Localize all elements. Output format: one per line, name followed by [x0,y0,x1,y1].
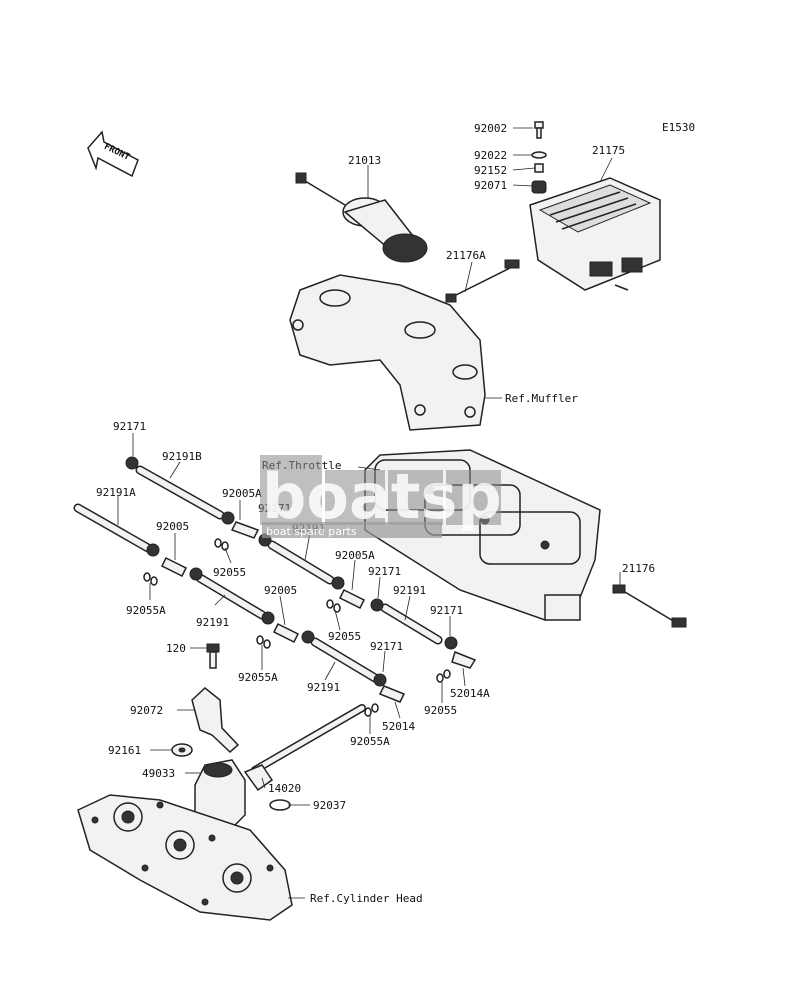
part-label-92055a: 92055A [126,604,166,617]
part-label-14020: 14020 [268,782,301,795]
hose-92191b-icon [135,465,225,520]
part-label-92055a: 92055A [350,735,390,748]
part-label-120: 120 [166,642,186,655]
sensor-21176-icon [612,584,687,628]
part-label-92152: 92152 [474,164,507,177]
part-label-92191: 92191 [307,681,340,694]
part-label-92005a: 92005A [222,487,262,500]
part-label-92072: 92072 [130,704,163,717]
hose-92191a-icon [73,503,153,553]
part-label-92055: 92055 [213,566,246,579]
part-label-21175: 21175 [592,144,625,157]
ecu-module-icon [529,177,661,291]
part-label-92055: 92055 [328,630,361,643]
part-label-92161: 92161 [108,744,141,757]
fitting-icon [160,521,477,703]
hose-92191-upper-icon [267,540,335,585]
bolt-120-icon [206,643,220,669]
part-label-92022: 92022 [474,149,507,162]
part-label-92005: 92005 [156,520,189,533]
part-label-92191a: 92191A [96,486,136,499]
part-label-92171: 92171 [113,420,146,433]
part-label-21176a: 21176A [446,249,486,262]
watermark-brand: boatsp [262,460,502,533]
watermark-tagline: boat spare parts [266,525,357,538]
ref-muffler: Ref.Muffler [505,392,578,405]
hose-92191-lower-icon [310,637,380,683]
front-arrow-icon: FRONT [87,130,139,178]
part-label-92191b: 92191B [162,450,202,463]
part-label-52014: 52014 [382,720,415,733]
part-label-21013: 21013 [348,154,381,167]
washer-icon [171,743,193,757]
ecu-mount-bolt-icon [531,121,547,194]
hose-92191-left-icon [195,573,267,620]
hose-long-icon [251,704,366,774]
hose-92191-right-icon [380,603,443,645]
part-label-21176: 21176 [622,562,655,575]
part-label-92191: 92191 [393,584,426,597]
leader-lines [117,127,621,899]
part-label-92005a: 92005A [335,549,375,562]
diagram-code: E1530 [662,121,695,134]
part-label-92002: 92002 [474,122,507,135]
part-label-92037: 92037 [313,799,346,812]
part-label-92171: 92171 [370,640,403,653]
relay-cylinder-icon [295,172,428,263]
o-ring-icon [143,538,451,717]
sensor-49033-icon [194,759,246,826]
part-label-49033: 49033 [142,767,175,780]
ref-cylinder-head: Ref.Cylinder Head [310,892,423,905]
part-label-92071: 92071 [474,179,507,192]
part-label-92055a: 92055A [238,671,278,684]
clamp-icon [125,456,458,687]
bracket-icon [191,687,240,754]
part-label-92171: 92171 [430,604,463,617]
exhaust-manifold-icon [289,274,486,431]
part-label-92191: 92191 [196,616,229,629]
part-label-52014a: 52014A [450,687,490,700]
cylinder-head-icon [77,794,293,921]
sensor-21176a-icon [445,259,520,303]
part-label-92055: 92055 [424,704,457,717]
watermark-logo: boatsp boat spare parts [260,455,502,538]
part-label-92171: 92171 [368,565,401,578]
part-label-92005: 92005 [264,584,297,597]
